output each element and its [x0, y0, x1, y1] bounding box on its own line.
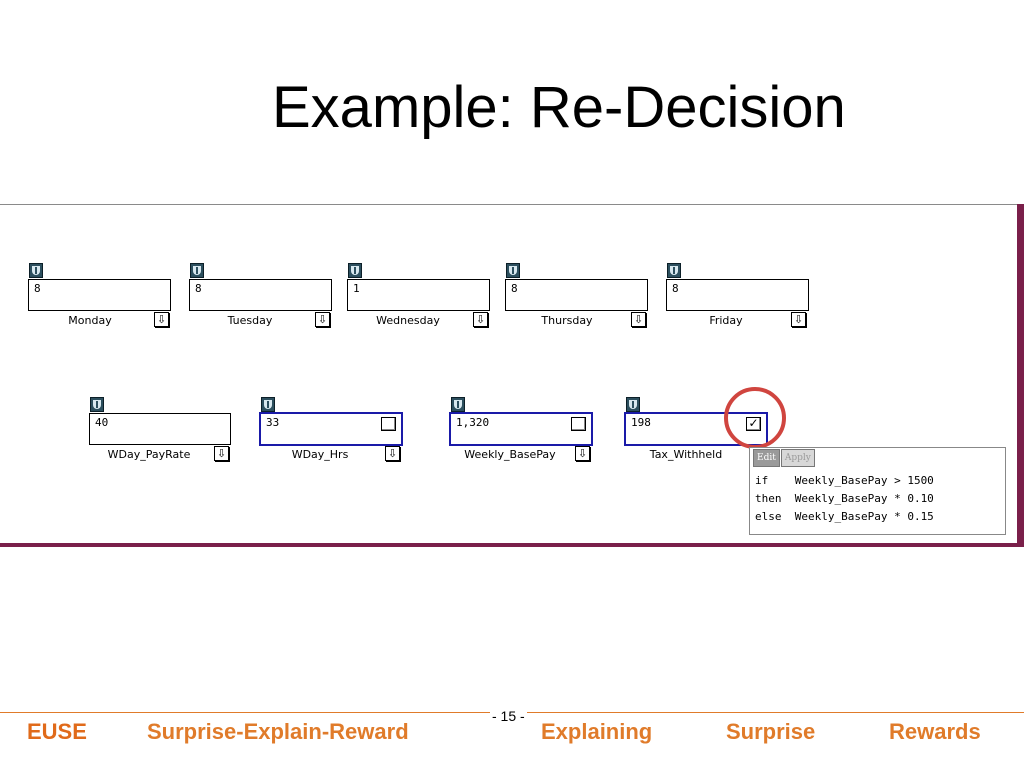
apply-button[interactable]: Apply [780, 449, 815, 467]
checkbox[interactable] [571, 417, 586, 431]
cell-label: Tuesday [227, 314, 273, 327]
page-number: - 15 - [490, 708, 527, 724]
shield-icon[interactable] [29, 263, 43, 278]
cell-value-field[interactable]: 8 [505, 279, 648, 311]
cell-label: Monday [68, 314, 112, 327]
shield-icon[interactable] [667, 263, 681, 278]
footer-link-rewards[interactable]: Rewards [889, 719, 981, 744]
highlight-circle [724, 387, 786, 449]
cell-label: WDay_PayRate [107, 448, 191, 461]
shield-icon[interactable] [626, 397, 640, 412]
formula-line[interactable]: then Weekly_BasePay * 0.10 [755, 492, 934, 505]
cell-value-field[interactable]: 33 [259, 412, 403, 446]
shield-icon[interactable] [90, 397, 104, 412]
cell-value-field[interactable]: 1,320 [449, 412, 593, 446]
cell-value-field[interactable]: 8 [28, 279, 171, 311]
arrow-down-icon[interactable]: ⇩ [214, 446, 229, 461]
footer-link-explaining[interactable]: Explaining [541, 719, 653, 744]
arrow-down-icon[interactable]: ⇩ [631, 312, 646, 327]
cell-label: Friday [709, 314, 743, 327]
arrow-down-icon[interactable]: ⇩ [791, 312, 806, 327]
arrow-down-icon[interactable]: ⇩ [575, 446, 590, 461]
formula-line[interactable]: if Weekly_BasePay > 1500 [755, 474, 934, 487]
footer-link-surprise[interactable]: Surprise [726, 719, 816, 744]
arrow-down-icon[interactable]: ⇩ [385, 446, 400, 461]
shield-icon[interactable] [348, 263, 362, 278]
cell-value-field[interactable]: 1 [347, 279, 490, 311]
formula-line[interactable]: else Weekly_BasePay * 0.15 [755, 510, 934, 523]
shield-icon[interactable] [451, 397, 465, 412]
cell-value-field[interactable]: 8 [189, 279, 332, 311]
cell-value-field[interactable]: 40 [89, 413, 231, 445]
cell-label: Thursday [541, 314, 593, 327]
cell-label: Tax_Withheld [649, 448, 723, 461]
cell-value-field[interactable]: 8 [666, 279, 809, 311]
footer-link-euse[interactable]: EUSE [27, 719, 87, 744]
edit-button[interactable]: Edit [753, 449, 780, 467]
slide-title: Example: Re-Decision [272, 75, 846, 140]
window-frame-bottom [0, 543, 1024, 547]
cell-label: WDay_Hrs [291, 448, 349, 461]
shield-icon[interactable] [190, 263, 204, 278]
arrow-down-icon[interactable]: ⇩ [154, 312, 169, 327]
checkbox[interactable] [381, 417, 396, 431]
cell-label: Wednesday [376, 314, 440, 327]
window-frame-right [1017, 204, 1024, 544]
cell-label: Weekly_BasePay [464, 448, 556, 461]
footer-link-surprise-explain-reward[interactable]: Surprise-Explain-Reward [147, 719, 409, 744]
arrow-down-icon[interactable]: ⇩ [315, 312, 330, 327]
shield-icon[interactable] [506, 263, 520, 278]
shield-icon[interactable] [261, 397, 275, 412]
arrow-down-icon[interactable]: ⇩ [473, 312, 488, 327]
